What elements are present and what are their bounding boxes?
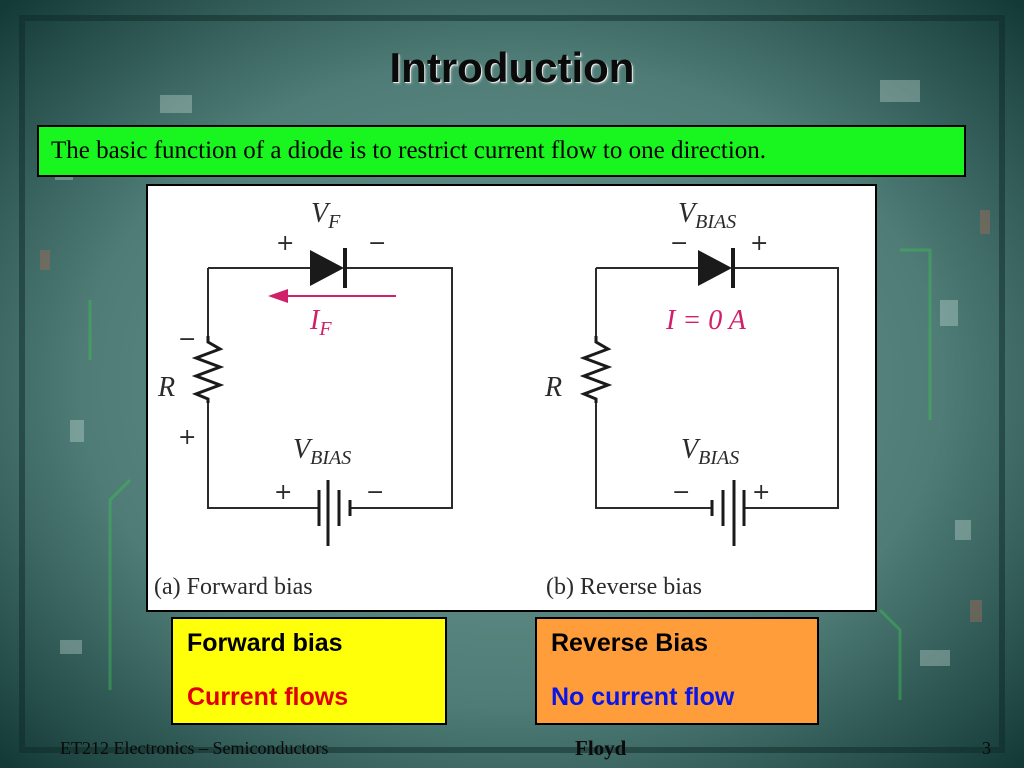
forward-resistor-minus: −	[178, 327, 196, 352]
reverse-diode-plus: +	[750, 231, 768, 256]
bias-circuit-figure: VF + − IF − R + VBIAS + − (a) Forward bi…	[146, 184, 877, 612]
slide-title: Introduction	[389, 44, 635, 91]
footer-course: ET212 Electronics – Semiconductors	[60, 738, 329, 758]
reverse-bias-box: Reverse Bias No current flow	[535, 617, 819, 725]
reverse-resistor	[579, 336, 613, 403]
footer-author: Floyd	[575, 736, 627, 760]
forward-resistor	[191, 336, 225, 403]
forward-bias-box: Forward bias Current flows	[171, 617, 447, 725]
forward-diode-plus: +	[276, 231, 294, 256]
reverse-resistor-label: R	[544, 372, 562, 403]
intro-text-box: The basic function of a diode is to rest…	[37, 125, 966, 177]
intro-text: The basic function of a diode is to rest…	[51, 137, 767, 164]
forward-source-label: VBIAS	[293, 434, 351, 469]
reverse-battery-minus: −	[672, 480, 690, 505]
reverse-battery-plus: +	[752, 480, 770, 505]
forward-resistor-plus: +	[178, 425, 196, 450]
forward-bias-box-status: Current flows	[187, 683, 349, 711]
footer-slide-number: 3	[982, 738, 991, 758]
forward-current-label: IF	[309, 305, 332, 340]
reverse-source-label: VBIAS	[681, 434, 739, 469]
forward-diode-minus: −	[368, 231, 386, 256]
reverse-battery	[710, 480, 746, 546]
bias-circuits-diagram: VF + − IF − R + VBIAS + − (a) Forward bi…	[154, 198, 839, 600]
forward-resistor-label: R	[157, 372, 175, 403]
forward-diode	[310, 248, 347, 288]
reverse-bias-caption: (b) Reverse bias	[546, 574, 702, 600]
forward-bias-caption: (a) Forward bias	[154, 574, 313, 600]
reverse-bias-circuit: VBIAS − + I = 0 A R VBIAS − + (b) Revers…	[544, 198, 839, 600]
forward-current-arrow	[268, 289, 396, 303]
forward-battery-plus: +	[274, 480, 292, 505]
reverse-diode-voltage-label: VBIAS	[678, 198, 736, 233]
forward-bias-box-title: Forward bias	[187, 629, 343, 657]
forward-battery	[317, 480, 352, 546]
reverse-diode	[698, 248, 735, 288]
forward-bias-circuit: VF + − IF − R + VBIAS + − (a) Forward bi…	[154, 198, 453, 600]
forward-battery-minus: −	[366, 480, 384, 505]
forward-diode-voltage-label: VF	[311, 198, 341, 233]
reverse-diode-minus: −	[670, 231, 688, 256]
reverse-bias-box-title: Reverse Bias	[551, 629, 709, 657]
reverse-current-label: I = 0 A	[665, 305, 747, 336]
reverse-bias-box-status: No current flow	[551, 683, 735, 711]
